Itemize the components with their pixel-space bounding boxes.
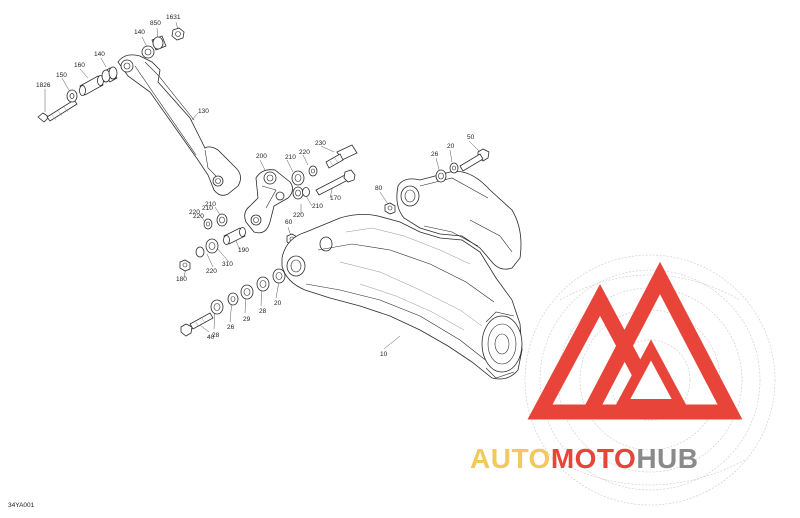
callout-label: 220 — [299, 149, 310, 156]
bolt-40 — [180, 312, 214, 337]
watermark-logo-right-triangle — [577, 261, 743, 420]
callout-label: 210 — [202, 205, 213, 212]
nut-1631 — [171, 27, 185, 41]
linkage-assembly-top — [37, 27, 241, 196]
washer-220-left — [203, 218, 213, 230]
callout-label: 130 — [198, 108, 209, 115]
linkage-assembly-middle — [179, 144, 358, 272]
callout-label: 210 — [285, 154, 296, 161]
washer-220-top — [308, 165, 318, 177]
callout-label: 1631 — [166, 14, 181, 21]
callout-label: 80 — [375, 185, 383, 192]
rocker-200 — [244, 169, 293, 234]
callout-label: 40 — [207, 334, 215, 341]
callout-label: 29 — [243, 316, 251, 323]
bearing-210-mid — [292, 186, 304, 200]
callout-label: 20 — [274, 300, 282, 307]
seal-28-left — [240, 284, 254, 300]
callout-labels: 1631 850 140 140 160 150 1826 130 200 21… — [36, 14, 475, 358]
spacer-850 — [151, 35, 167, 51]
callout-label: 150 — [56, 72, 67, 79]
bearing-140-left — [101, 66, 118, 83]
callout-label: 220 — [293, 212, 304, 219]
nut-80 — [384, 202, 396, 215]
callout-label: 26 — [227, 324, 235, 331]
bushing-26-right — [435, 169, 447, 183]
callout-label: 220 — [189, 209, 200, 216]
washer-150 — [66, 89, 78, 103]
bearing-140-top — [141, 45, 155, 59]
callout-label: 850 — [150, 20, 161, 27]
callout-label: 1826 — [36, 82, 51, 89]
callout-label: 190 — [238, 247, 249, 254]
callout-label: 310 — [222, 261, 233, 268]
bolt-170 — [315, 169, 356, 196]
bearing-210-left — [216, 213, 228, 227]
link-arm-130 — [117, 54, 241, 196]
bushing-26-left — [210, 299, 224, 315]
callout-label: 180 — [176, 276, 187, 283]
callout-label: 50 — [467, 134, 475, 141]
callout-label: 170 — [330, 195, 341, 202]
callout-label: 28 — [212, 332, 220, 339]
bolt-50 — [459, 148, 490, 172]
pivot-hardware-right — [384, 148, 490, 215]
bolt-230 — [325, 144, 358, 169]
callout-label: 28 — [259, 308, 267, 315]
washer-220-mid — [302, 187, 310, 197]
washer-20-right — [449, 162, 459, 174]
watermark-logo-icon — [527, 261, 743, 420]
washer-29 — [227, 292, 239, 306]
callout-label: 210 — [312, 203, 323, 210]
bolt-1826 — [37, 99, 78, 123]
callout-label: 20 — [447, 143, 455, 150]
callout-label: 220 — [193, 213, 204, 220]
callout-label: 26 — [431, 151, 439, 158]
bushing-190 — [223, 227, 246, 245]
callout-label: 230 — [315, 140, 326, 147]
callout-label: 160 — [74, 62, 85, 69]
callout-label: 140 — [134, 29, 145, 36]
pivot-hardware-left — [180, 268, 286, 337]
seal-28-right — [256, 276, 270, 292]
watermark-brand-part1: AUTO — [470, 443, 551, 474]
washer-220-lower — [195, 246, 205, 258]
watermark-brand-part3: HUB — [636, 443, 698, 474]
callout-label: 200 — [256, 153, 267, 160]
bearing-20-left — [272, 268, 286, 284]
watermark-brand-text: AUTOMOTOHUB — [470, 443, 698, 474]
bushing-160 — [79, 75, 104, 96]
watermark: AUTOMOTOHUB — [470, 254, 776, 506]
watermark-logo-inner-triangle — [613, 339, 689, 409]
callout-label: 140 — [94, 51, 105, 58]
nut-180 — [179, 259, 191, 272]
bearing-210-top — [291, 170, 305, 186]
callout-label: 60 — [285, 219, 293, 226]
watermark-brand-part2: MOTO — [551, 443, 636, 474]
callout-label: 10 — [380, 351, 388, 358]
diagram-code: 34YA001 — [8, 502, 35, 509]
bearing-310 — [205, 238, 219, 254]
callout-label: 210 — [205, 201, 216, 208]
callout-label: 220 — [206, 268, 217, 275]
swing-arm-10 — [281, 171, 523, 380]
